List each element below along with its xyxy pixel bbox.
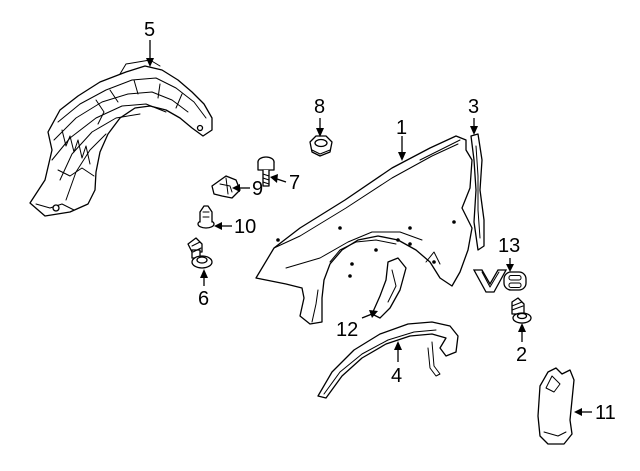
callout-7: 7: [289, 172, 300, 194]
callout-10: 10: [234, 216, 256, 238]
v8-emblem-part: [472, 269, 527, 293]
callout-1: 1: [396, 117, 407, 139]
leader-lines: [146, 40, 592, 416]
callout-4: 4: [391, 365, 402, 387]
callout-13: 13: [498, 235, 520, 257]
callout-3: 3: [468, 96, 479, 118]
wheel-molding-part: [317, 321, 459, 399]
splash-shield-part: [371, 257, 407, 319]
callout-12: 12: [336, 319, 358, 341]
front-fender-part: [255, 135, 473, 325]
callout-2: 2: [516, 344, 527, 366]
nut-part: [309, 135, 333, 157]
push-retainer-part: [197, 205, 215, 229]
bolt-part: [257, 156, 275, 187]
callout-labels: 5 8 1 3 7 9 10 6 12 13 2 4 11: [144, 19, 616, 424]
clip-part: [211, 175, 241, 199]
callout-5: 5: [144, 19, 155, 41]
callout-11: 11: [595, 402, 616, 424]
callout-8: 8: [314, 96, 325, 118]
bolt-part-lower: [187, 237, 213, 269]
bolt-part-right: [511, 297, 532, 324]
callout-6: 6: [198, 288, 209, 310]
callout-9: 9: [252, 178, 263, 200]
mud-flap-part: [537, 367, 575, 445]
fender-seal-part: [470, 133, 485, 251]
fender-liner-part: [29, 59, 213, 217]
